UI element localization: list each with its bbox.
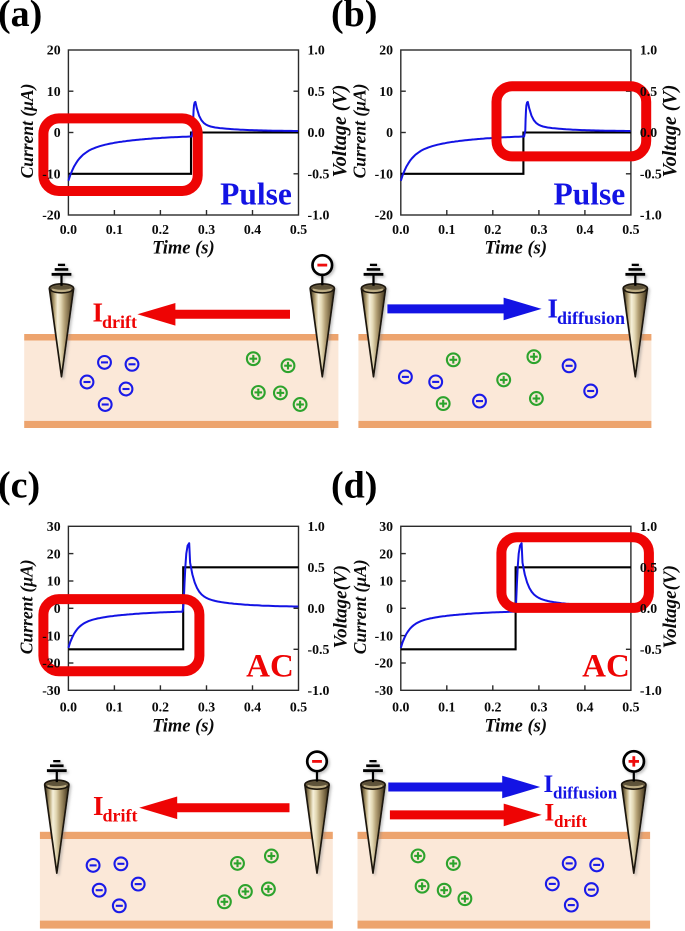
svg-text:-10: -10 (42, 628, 60, 643)
svg-text:20: 20 (379, 546, 393, 561)
svg-text:(d): (d) (331, 465, 377, 507)
svg-text:20: 20 (379, 43, 393, 58)
svg-text:I: I (544, 771, 554, 798)
svg-text:0.1: 0.1 (106, 699, 123, 714)
svg-text:0.4: 0.4 (576, 699, 593, 714)
svg-text:Current (μA): Current (μA) (17, 84, 37, 179)
svg-text:Voltage(V): Voltage(V) (330, 565, 351, 648)
svg-text:-0.5: -0.5 (308, 642, 330, 657)
svg-text:0.5: 0.5 (640, 84, 657, 99)
svg-text:0.5: 0.5 (290, 699, 307, 714)
svg-text:Time (s): Time (s) (152, 717, 215, 737)
svg-text:-0.5: -0.5 (308, 166, 330, 181)
svg-text:0.0: 0.0 (640, 601, 657, 616)
svg-text:1.0: 1.0 (640, 43, 657, 58)
svg-text:I: I (548, 294, 559, 324)
svg-text:-20: -20 (42, 656, 60, 671)
svg-text:0.5: 0.5 (308, 84, 325, 99)
svg-text:(b): (b) (331, 0, 377, 35)
svg-text:Voltage (V): Voltage (V) (329, 85, 351, 178)
svg-text:-10: -10 (375, 166, 393, 181)
svg-text:I: I (545, 800, 555, 827)
svg-text:0.0: 0.0 (308, 125, 325, 140)
svg-text:-0.5: -0.5 (640, 166, 662, 181)
svg-text:Pulse: Pulse (554, 177, 626, 212)
svg-text:10: 10 (379, 84, 393, 99)
svg-text:diffusion: diffusion (553, 784, 618, 803)
svg-text:0.0: 0.0 (60, 222, 77, 237)
svg-text:0.1: 0.1 (438, 699, 455, 714)
svg-text:diffusion: diffusion (557, 308, 625, 328)
svg-text:drift: drift (103, 806, 138, 826)
svg-text:0.2: 0.2 (152, 222, 169, 237)
svg-text:0.1: 0.1 (106, 222, 123, 237)
svg-text:Current (μA): Current (μA) (349, 84, 369, 179)
svg-text:-1.0: -1.0 (640, 208, 662, 223)
svg-text:Current (μA): Current (μA) (350, 559, 370, 654)
svg-text:Voltage (V): Voltage (V) (659, 85, 681, 178)
svg-text:0: 0 (386, 601, 393, 616)
svg-text:0.4: 0.4 (576, 222, 593, 237)
svg-text:I: I (93, 298, 104, 328)
svg-text:Voltage(V): Voltage(V) (660, 565, 681, 648)
svg-text:AC: AC (246, 649, 294, 685)
svg-text:drift: drift (554, 812, 587, 831)
svg-text:Pulse: Pulse (220, 177, 292, 212)
svg-text:10: 10 (379, 574, 393, 589)
svg-text:0.1: 0.1 (438, 222, 455, 237)
svg-text:0.0: 0.0 (392, 699, 409, 714)
svg-text:-10: -10 (42, 166, 60, 181)
svg-text:Current (μA): Current (μA) (17, 559, 37, 654)
svg-text:-30: -30 (375, 683, 393, 698)
svg-text:drift: drift (102, 312, 137, 332)
svg-text:20: 20 (47, 546, 61, 561)
svg-text:-30: -30 (42, 683, 60, 698)
svg-text:0: 0 (54, 601, 61, 616)
svg-text:0.2: 0.2 (484, 222, 501, 237)
svg-text:0.4: 0.4 (244, 222, 261, 237)
svg-text:1.0: 1.0 (308, 519, 325, 534)
svg-text:0.0: 0.0 (60, 699, 77, 714)
svg-text:-1.0: -1.0 (640, 683, 662, 698)
svg-text:0.2: 0.2 (152, 699, 169, 714)
svg-text:30: 30 (47, 519, 61, 534)
svg-text:20: 20 (47, 43, 61, 58)
svg-text:-20: -20 (375, 656, 393, 671)
svg-text:0.3: 0.3 (198, 699, 215, 714)
svg-text:1.0: 1.0 (308, 43, 325, 58)
svg-text:0.0: 0.0 (640, 125, 657, 140)
svg-text:-0.5: -0.5 (640, 642, 662, 657)
svg-text:0.5: 0.5 (622, 699, 639, 714)
svg-text:-1.0: -1.0 (308, 683, 330, 698)
svg-text:(c): (c) (0, 465, 40, 507)
svg-text:0.5: 0.5 (622, 222, 639, 237)
svg-text:10: 10 (47, 84, 61, 99)
svg-text:0.5: 0.5 (290, 222, 307, 237)
svg-text:0.0: 0.0 (392, 222, 409, 237)
svg-text:Time (s): Time (s) (152, 239, 215, 259)
svg-text:30: 30 (379, 519, 393, 534)
svg-text:-20: -20 (375, 208, 393, 223)
svg-text:0: 0 (386, 125, 393, 140)
svg-text:(a): (a) (0, 0, 42, 35)
svg-text:-1.0: -1.0 (308, 208, 330, 223)
svg-text:0.5: 0.5 (640, 560, 657, 575)
svg-text:0.3: 0.3 (198, 222, 215, 237)
svg-text:0: 0 (54, 125, 61, 140)
svg-text:1.0: 1.0 (640, 519, 657, 534)
svg-text:0.0: 0.0 (308, 601, 325, 616)
svg-text:I: I (93, 791, 104, 821)
svg-text:-10: -10 (375, 628, 393, 643)
svg-text:0.2: 0.2 (484, 699, 501, 714)
svg-text:0.3: 0.3 (530, 222, 547, 237)
svg-text:AC: AC (582, 649, 630, 685)
svg-text:0.4: 0.4 (244, 699, 261, 714)
svg-text:0.5: 0.5 (308, 560, 325, 575)
svg-text:-20: -20 (42, 208, 60, 223)
svg-text:0.3: 0.3 (530, 699, 547, 714)
svg-text:Time (s): Time (s) (485, 239, 548, 259)
svg-text:10: 10 (47, 574, 61, 589)
svg-text:Time (s): Time (s) (485, 717, 548, 737)
